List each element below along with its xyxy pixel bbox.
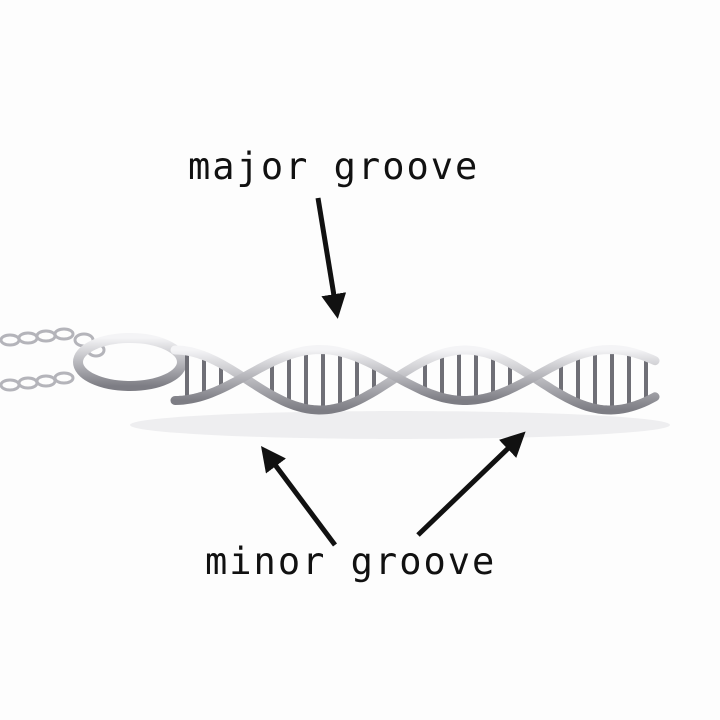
pendant-shadow	[130, 411, 670, 439]
helix-strand-2	[170, 344, 660, 405]
chain	[0, 327, 106, 392]
major-groove-arrow	[315, 197, 347, 319]
minor-groove-arrow-left	[261, 445, 338, 547]
minor-groove-arrow-right	[416, 431, 526, 537]
bail-ring	[73, 333, 187, 391]
base-pair-rungs	[185, 349, 648, 410]
helix-strand-1	[170, 345, 660, 415]
major-groove-label: major groove	[188, 145, 480, 188]
minor-groove-label: minor groove	[205, 540, 497, 583]
